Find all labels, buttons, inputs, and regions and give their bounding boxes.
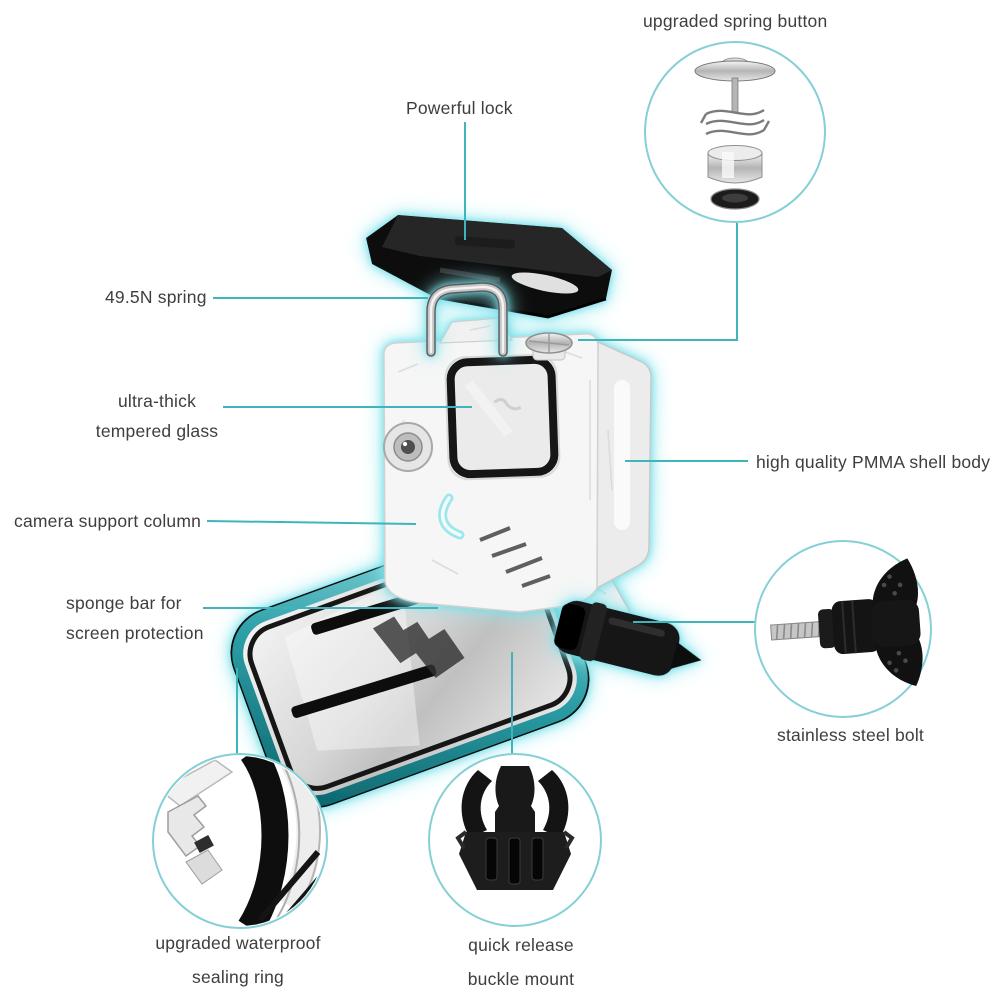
- tempered-glass-window: [444, 353, 561, 481]
- label-sponge-bar: sponge bar for screen protection: [66, 588, 204, 648]
- label-sealing-ring: upgraded waterproof sealing ring: [155, 926, 320, 994]
- label-quick-release-buckle: quick release buckle mount: [468, 928, 575, 996]
- camera-support-column-part: [438, 493, 465, 540]
- label-powerful-lock: Powerful lock: [406, 98, 513, 118]
- seal-band: [238, 756, 289, 926]
- sealing-ring-inset-art: [155, 756, 325, 926]
- label-line: buckle mount: [467, 969, 575, 989]
- coil-spring: [699, 108, 771, 136]
- sponge-bar-bottom: [291, 664, 437, 718]
- leader-spring-button: [578, 223, 738, 341]
- label-line: screen protection: [66, 623, 204, 643]
- buckle-mount-inset-art: [455, 766, 575, 890]
- case-shell: [383, 317, 652, 613]
- label-line: upgraded waterproof: [155, 933, 321, 953]
- label-line: sponge bar for: [66, 593, 182, 613]
- stainless-bolt-inset-art: [770, 558, 923, 687]
- lock-latch: [366, 215, 612, 319]
- label-upgraded-spring-button: upgraded spring button: [643, 11, 828, 31]
- spring-button-inset-art: [694, 57, 776, 210]
- label-tempered-glass: ultra-thick tempered glass: [96, 386, 218, 446]
- label-camera-support-column: camera support column: [14, 511, 202, 531]
- spring-button: [525, 332, 573, 361]
- spring-hook: [426, 282, 508, 357]
- thumb-screw-knob: [554, 600, 702, 676]
- label-line: quick release: [468, 935, 574, 955]
- label-stainless-steel-bolt: stainless steel bolt: [777, 725, 924, 745]
- buckle-shadow: [372, 616, 465, 678]
- label-pmma-shell-body: high quality PMMA shell body: [756, 452, 991, 472]
- lens-port: [383, 422, 433, 472]
- label-spring-force: 49.5N spring: [105, 287, 207, 307]
- label-line: ultra-thick: [117, 391, 197, 411]
- leader-camera-support: [206, 520, 417, 525]
- label-line: sealing ring: [192, 967, 284, 987]
- label-line: tempered glass: [95, 421, 219, 441]
- leader-lines: [203, 122, 756, 754]
